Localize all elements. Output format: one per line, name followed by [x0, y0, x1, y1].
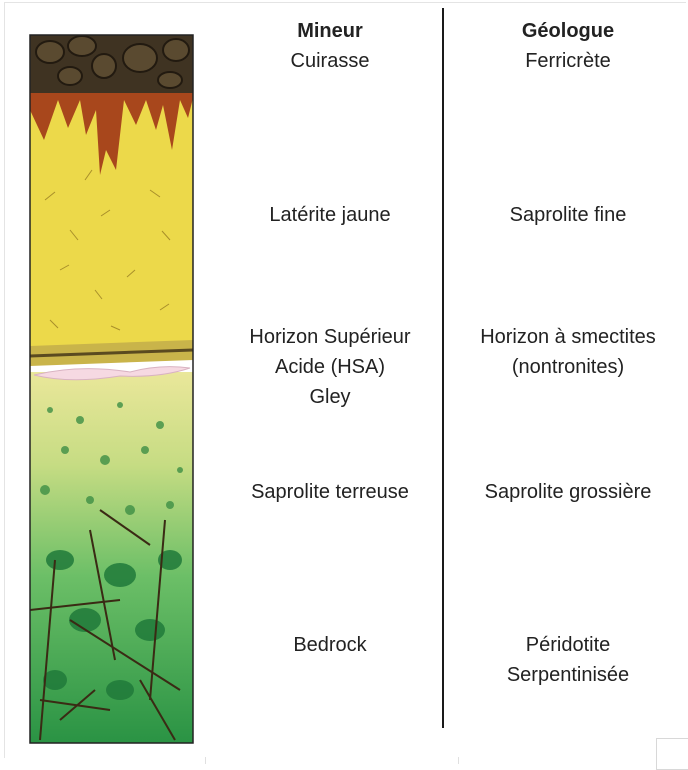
miner-label-cuirasse: Cuirasse — [215, 46, 445, 76]
geologist-header-title: Géologue — [448, 16, 688, 46]
geologist-label-saprolite-fine: Saprolite fine — [448, 200, 688, 230]
bottom-tick-right — [458, 757, 459, 764]
bottom-tick-left — [205, 757, 206, 764]
geologist-label-ferricrete: Ferricrète — [448, 46, 688, 76]
miner-header-title: Mineur — [215, 16, 445, 46]
geologist-label-smectite: Horizon à smectites (nontronites) — [448, 322, 688, 382]
geologist-header: Géologue Ferricrète — [448, 16, 688, 76]
geologist-label-peridotite-line1: Péridotite — [448, 630, 688, 660]
corner-box — [656, 738, 688, 770]
miner-label-hsa: Horizon Supérieur Acide (HSA) Gley — [215, 322, 445, 412]
miner-label-hsa-line2: Acide (HSA) — [215, 352, 445, 382]
geologist-label-saprolite-grossiere: Saprolite grossière — [448, 477, 688, 507]
miner-header: Mineur Cuirasse — [215, 16, 445, 76]
geologist-label-peridotite: Péridotite Serpentinisée — [448, 630, 688, 690]
miner-label-hsa-line3: Gley — [215, 382, 445, 412]
geologist-label-smectite-line1: Horizon à smectites — [448, 322, 688, 352]
miner-label-laterite: Latérite jaune — [215, 200, 445, 230]
miner-label-saprolite-terreuse: Saprolite terreuse — [215, 477, 445, 507]
miner-label-hsa-line1: Horizon Supérieur — [215, 322, 445, 352]
miner-label-bedrock: Bedrock — [215, 630, 445, 660]
geologist-label-smectite-line2: (nontronites) — [448, 352, 688, 382]
geologist-label-peridotite-line2: Serpentinisée — [448, 660, 688, 690]
